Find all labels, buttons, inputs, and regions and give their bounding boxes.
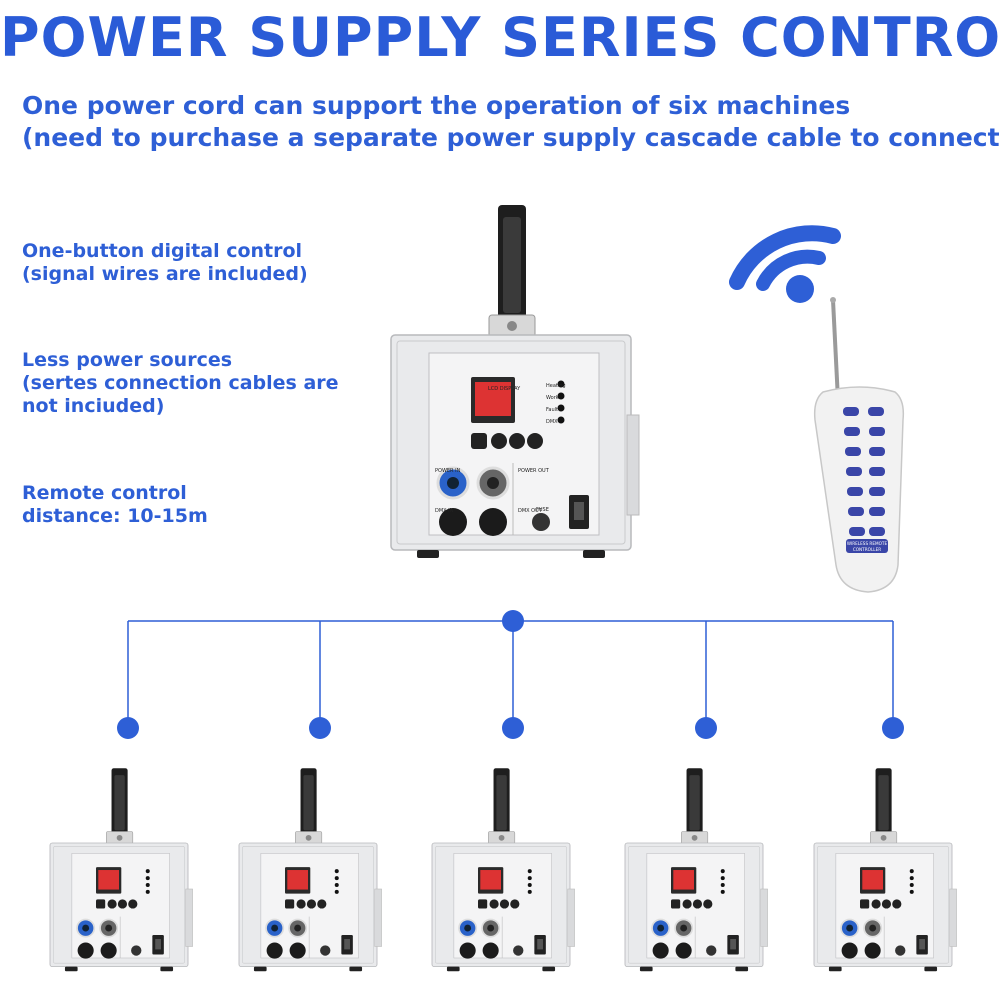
machine-unit-4 — [624, 767, 769, 973]
machine-node-2 — [309, 717, 331, 739]
main-indicator-fault: Fault — [546, 407, 558, 413]
subtitle-line-2: (need to purchase a separate power suppl… — [22, 123, 1000, 152]
main-lcd-label: LCD DISPLAY — [488, 386, 521, 392]
page-title: POWER SUPPLY SERIES CONTROL — [0, 6, 1000, 69]
machine-unit-5 — [813, 767, 958, 973]
machine-node-5 — [882, 717, 904, 739]
feature-digital-control-line-1: One-button digital control — [22, 240, 303, 262]
main-indicator-work: Work — [546, 395, 559, 401]
remote-control — [813, 297, 905, 593]
main-dmx-in-label: DMX IN — [435, 508, 454, 514]
machine-unit-2 — [238, 767, 383, 973]
main-power-in-label: POWER IN — [435, 468, 461, 474]
machine-unit-3 — [431, 767, 576, 973]
subtitle: One power cord can support the operation… — [22, 90, 1000, 154]
machine-node-4 — [695, 717, 717, 739]
remote-label-line-1: WIRELESS REMOTE — [847, 541, 888, 546]
main-indicator-heating: Heating — [546, 383, 566, 389]
machine-node-3 — [502, 717, 524, 739]
feature-less-power-line-3: not inciuded) — [22, 395, 165, 417]
main-indicator-dmx: DMX — [546, 419, 558, 425]
wifi-signal-icon — [729, 225, 841, 303]
main-dmx-out-label: DMX OUT — [518, 508, 543, 514]
cascade-connection-nodes — [117, 610, 904, 739]
feature-less-power-line-1: Less power sources — [22, 349, 233, 371]
main-fuse-label: FUSE — [536, 507, 549, 513]
cascade-connection-lines — [127, 620, 894, 728]
machine-node-1 — [117, 717, 139, 739]
feature-less-power-line-2: (sertes connection cables are — [22, 372, 339, 394]
feature-less-power-sources: Less power sources (sertes connection ca… — [22, 349, 339, 418]
feature-digital-control-line-2: (signal wires are included) — [22, 263, 308, 285]
machine-unit-1 — [49, 767, 194, 973]
source-node — [502, 610, 524, 632]
feature-remote-line-2: distance: 10-15m — [22, 505, 208, 527]
feature-remote-line-1: Remote control — [22, 482, 187, 504]
subtitle-line-1: One power cord can support the operation… — [22, 91, 851, 120]
feature-digital-control: One-button digital control (signal wires… — [22, 240, 308, 286]
main-power-out-label: POWER OUT — [518, 468, 550, 474]
remote-label-line-2: CONTROLLER — [853, 547, 881, 552]
main-machine — [389, 203, 641, 560]
feature-remote-control: Remote control distance: 10-15m — [22, 482, 208, 528]
